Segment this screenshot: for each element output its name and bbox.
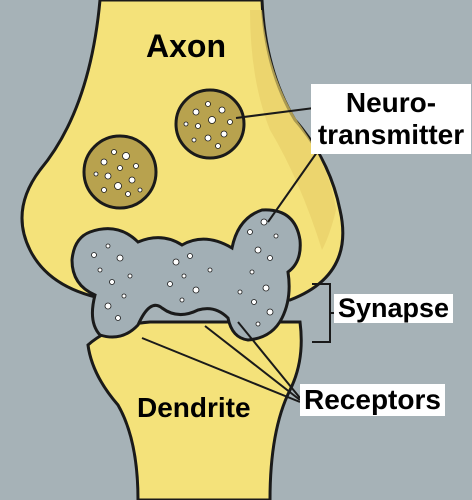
dendrite-label: Dendrite [137,392,251,423]
vesicle-top [174,88,246,160]
synapse-label: Synapse [334,294,454,323]
receptor-pointer-3 [237,321,301,399]
synapse-bracket [312,283,336,343]
receptor-pointer-2 [204,325,301,401]
receptors-label: Receptors [300,384,445,416]
axon-label: Axon [146,28,226,64]
axon-shading [250,10,336,250]
neurotransmitter-label: Neuro- transmitter [311,84,471,155]
neurotransmitter-pointer-2 [267,147,321,223]
neurotransmitter-molecules [91,218,279,327]
receptor-pointer-1 [141,337,301,403]
neurotransmitter-label-line2: transmitter [317,119,465,151]
neurotransmitter-label-line1: Neuro- [345,87,437,118]
dendrite-shape [86,320,303,500]
neurotransmitter-pointer-1 [235,107,315,119]
vesicle-left [82,134,158,210]
